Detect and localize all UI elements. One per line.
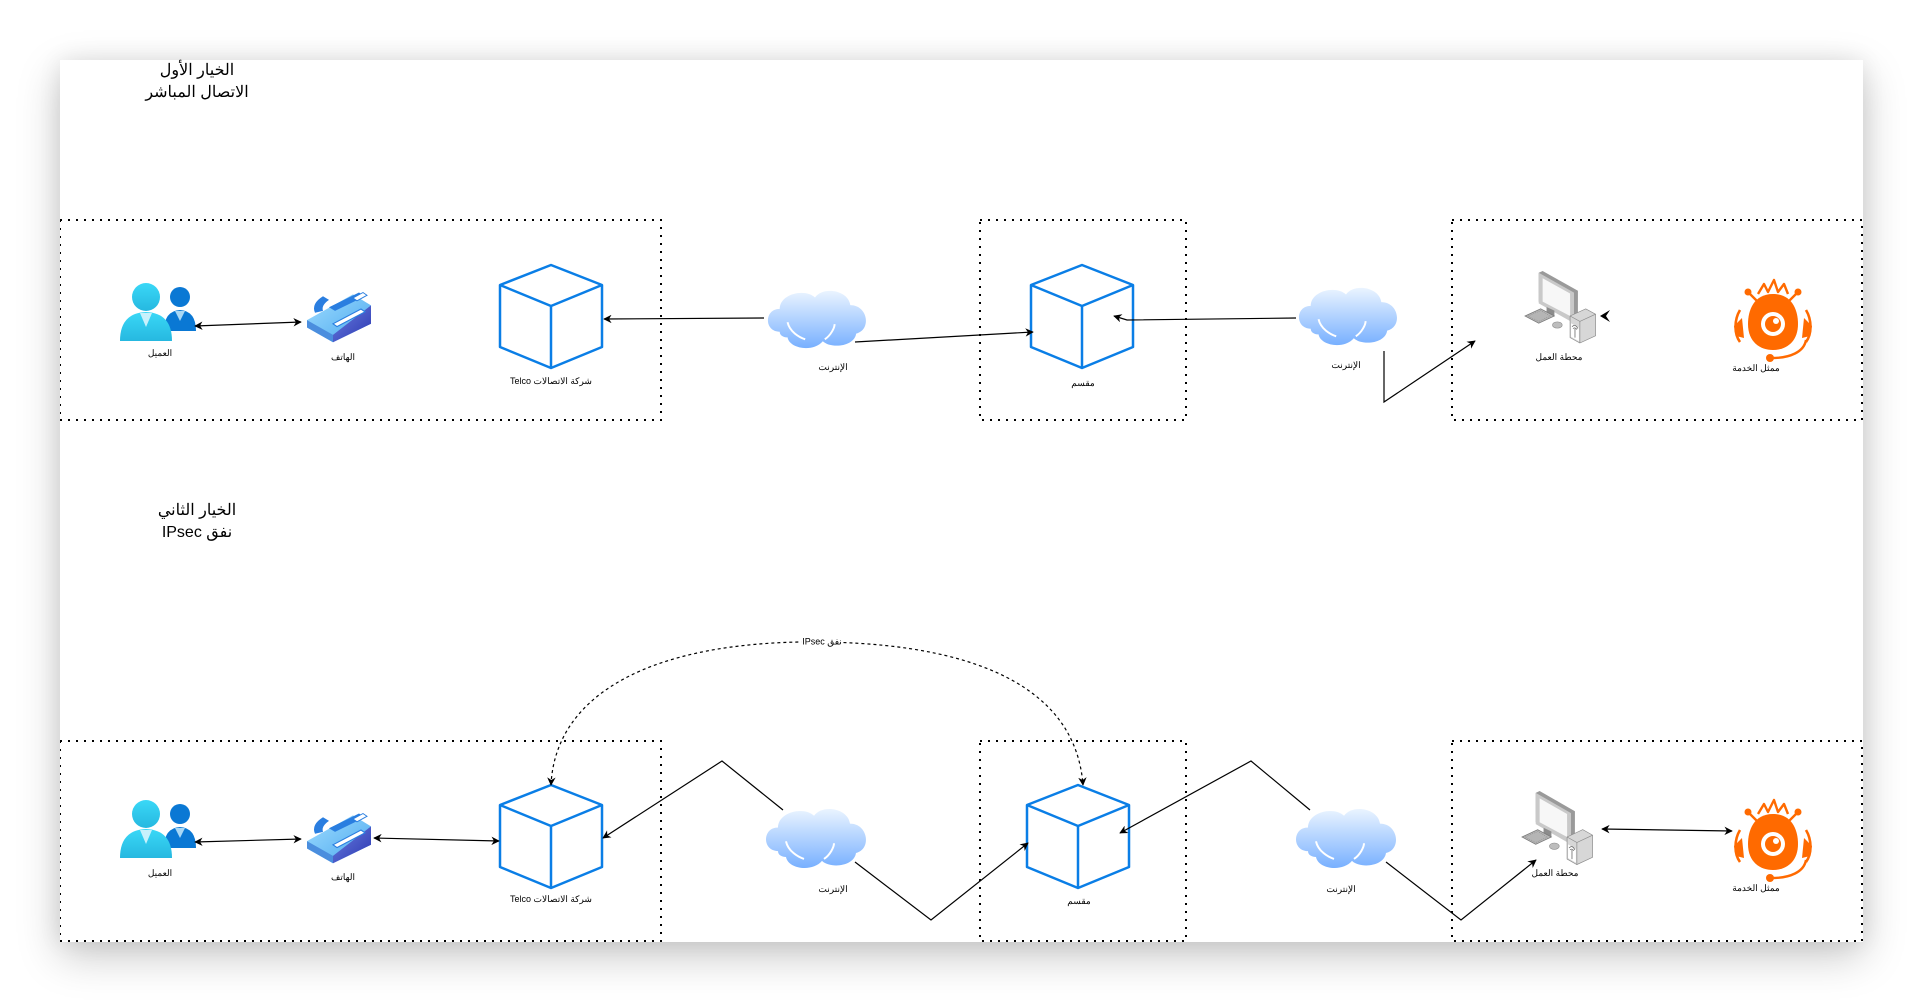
diagram-canvas[interactable]: الخيار الأول الاتصال المباشر الخيار الثا… xyxy=(60,60,1863,942)
label-service-agent: ممثل الخدمة xyxy=(1732,363,1780,373)
edge-internet2-workstation[interactable] xyxy=(1383,340,1476,404)
label-phone: الهاتف xyxy=(331,872,355,882)
workstation-icon[interactable] xyxy=(1521,790,1594,866)
label-internet: الإنترنت xyxy=(818,362,848,372)
ipsec-tunnel-edge[interactable] xyxy=(547,641,1087,786)
telco-cube-icon[interactable] xyxy=(498,263,604,370)
edge-internet-splitter[interactable] xyxy=(854,328,1034,343)
label-internet: الإنترنت xyxy=(1331,360,1361,370)
splitter-cube-icon[interactable] xyxy=(1029,263,1135,370)
label-service-agent: ممثل الخدمة xyxy=(1732,883,1780,893)
option-1-title-line1: الخيار الأول xyxy=(159,62,235,79)
edge-customer-phone[interactable] xyxy=(194,318,302,330)
option-1-title-line2: الاتصال المباشر xyxy=(145,84,249,101)
group-box-splitter xyxy=(979,219,1187,421)
edge-customer-phone[interactable] xyxy=(194,835,302,846)
label-telco: شركة الاتصالات Telco xyxy=(510,376,592,386)
workstation-icon[interactable] xyxy=(1524,270,1597,344)
internet-cloud-icon[interactable] xyxy=(765,807,868,869)
edge-internet2-splitter[interactable] xyxy=(1113,314,1297,323)
internet-cloud-icon[interactable] xyxy=(1295,807,1398,869)
edge-internet2-workstation[interactable] xyxy=(1385,859,1537,921)
splitter-cube-icon[interactable] xyxy=(1025,783,1131,890)
edge-internet-splitter[interactable] xyxy=(854,842,1029,921)
edge-internet-telco[interactable] xyxy=(602,760,784,839)
edge-internet2-splitter[interactable] xyxy=(1119,760,1311,834)
internet-cloud-icon[interactable] xyxy=(766,289,867,350)
service-agent-icon[interactable] xyxy=(1732,798,1814,884)
option-2-diagram xyxy=(60,641,1863,942)
label-internet: الإنترنت xyxy=(1326,884,1356,894)
customer-icon[interactable] xyxy=(120,800,196,858)
option-2-title-line1: الخيار الثاني xyxy=(157,502,237,519)
edge-phone-telco[interactable] xyxy=(373,833,500,846)
option-1-diagram xyxy=(60,219,1863,421)
option-2-title-line2: نفق IPsec xyxy=(161,524,233,541)
label-telco: شركة الاتصالات Telco xyxy=(510,894,592,904)
option-1-title: الخيار الأول الاتصال المباشر xyxy=(145,60,248,104)
label-customer: العميل xyxy=(147,868,173,878)
customer-icon[interactable] xyxy=(120,283,196,341)
label-workstation: محطة العمل xyxy=(1531,868,1579,878)
phone-icon[interactable] xyxy=(306,812,372,864)
label-customer: العميل xyxy=(147,348,173,358)
group-box-agent-side xyxy=(1451,740,1863,942)
telco-cube-icon[interactable] xyxy=(498,783,604,890)
group-box-splitter xyxy=(979,740,1187,942)
edge-internet-telco[interactable] xyxy=(603,314,765,324)
phone-icon[interactable] xyxy=(306,291,372,343)
ipsec-tunnel-label: نفق IPsec xyxy=(801,636,843,648)
arrowhead-workstation xyxy=(1600,310,1610,322)
label-phone: الهاتف xyxy=(331,352,355,362)
option-2-title: الخيار الثاني نفق IPsec xyxy=(158,500,236,544)
diagram-svg xyxy=(60,219,1863,942)
label-workstation: محطة العمل xyxy=(1535,352,1583,362)
label-internet: الإنترنت xyxy=(818,884,848,894)
service-agent-icon[interactable] xyxy=(1732,278,1814,364)
group-box-agent-side xyxy=(1451,219,1863,421)
label-splitter: مقسم xyxy=(1071,378,1095,388)
internet-cloud-icon[interactable] xyxy=(1297,286,1398,347)
label-splitter: مقسم xyxy=(1067,896,1091,906)
edge-workstation-agent[interactable] xyxy=(1601,824,1733,836)
